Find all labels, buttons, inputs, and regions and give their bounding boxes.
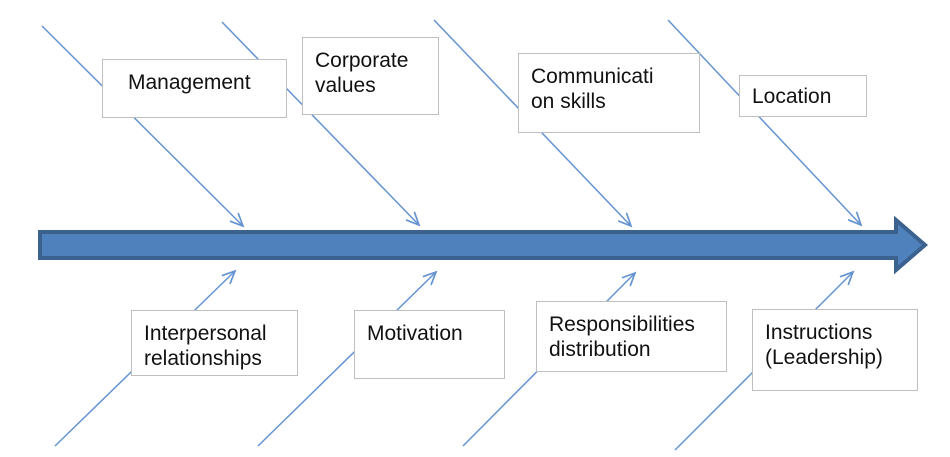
cause-box-motivation: Motivation (354, 310, 505, 379)
cause-label-motivation: Motivation (367, 322, 463, 345)
cause-label-corporate-values: Corporate values (315, 49, 409, 97)
top-branch-arrow-4 (667, 19, 863, 227)
cause-label-communication-skills: Communicati on skills (531, 65, 654, 113)
cause-label-management: Management (128, 71, 251, 94)
cause-label-interpersonal-relationships: Interpersonal relationships (144, 322, 267, 370)
cause-box-location: Location (739, 75, 867, 117)
bottom-branch-arrow-2 (257, 270, 438, 447)
cause-box-communication-skills: Communicati on skills (518, 53, 700, 133)
cause-label-location: Location (752, 85, 832, 108)
cause-box-instructions-leadership: Instructions (Leadership) (752, 309, 918, 391)
cause-box-responsibilities-distribution: Responsibilities distribution (536, 301, 727, 372)
cause-box-interpersonal-relationships: Interpersonal relationships (131, 310, 298, 376)
cause-label-instructions-leadership: Instructions (Leadership) (765, 321, 883, 369)
cause-box-corporate-values: Corporate values (302, 37, 439, 115)
cause-box-management: Management (102, 59, 287, 118)
top-branch-arrow-2 (221, 21, 421, 227)
spine-arrow (38, 215, 929, 275)
top-branch-arrow-1 (41, 25, 245, 228)
cause-label-responsibilities-distribution: Responsibilities distribution (549, 313, 695, 361)
